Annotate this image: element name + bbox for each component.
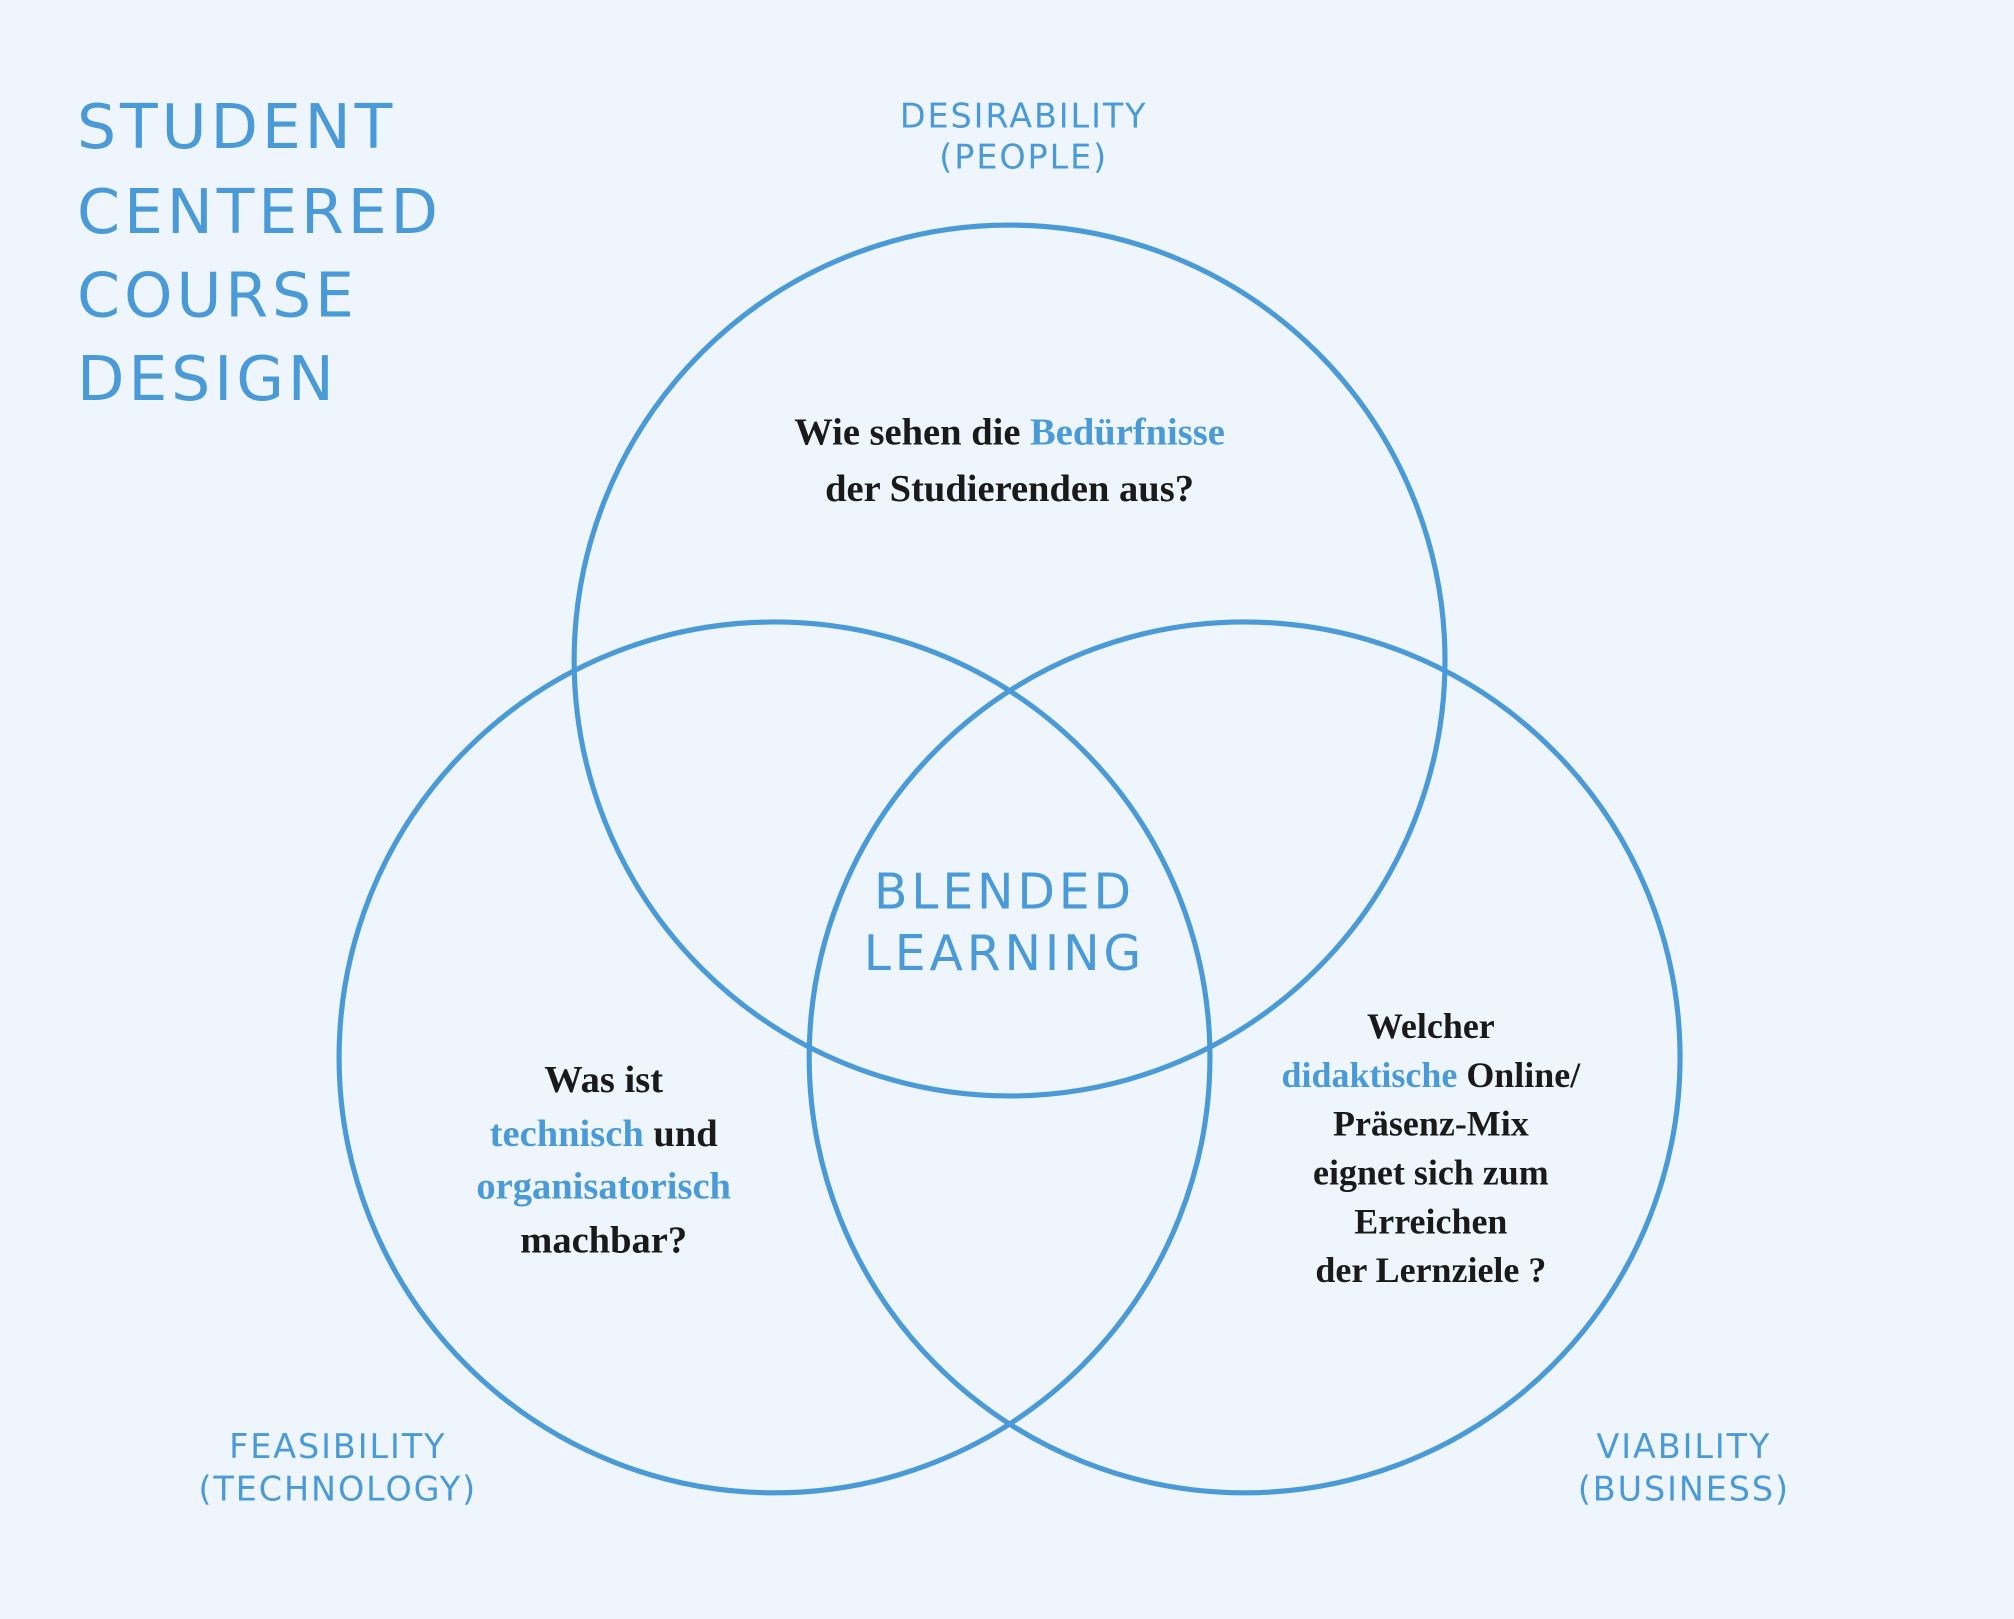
label-desirability-sub: (PEOPLE) bbox=[939, 138, 1108, 177]
title-line: CENTERED bbox=[77, 176, 442, 248]
highlight: didaktische bbox=[1282, 1055, 1458, 1095]
circle-feasibility bbox=[336, 619, 1213, 1496]
svg-text:technisch und: technisch und bbox=[490, 1113, 718, 1155]
label-viability-sub: (BUSINESS) bbox=[1578, 1470, 1790, 1509]
page-title: STUDENT CENTERED COURSE DESIGN bbox=[77, 91, 442, 415]
highlight: organisatorisch bbox=[476, 1166, 731, 1208]
title-line: COURSE bbox=[77, 259, 358, 331]
text: Wie sehen die bbox=[794, 412, 1030, 454]
title-line: STUDENT bbox=[77, 91, 396, 163]
right-question: Welcher didaktische Online/ Präsenz-Mix … bbox=[1282, 1006, 1582, 1290]
label-viability: VIABILITY bbox=[1597, 1427, 1772, 1466]
text: machbar? bbox=[520, 1220, 687, 1262]
top-question: Wie sehen die Bedürfnisse der Studierend… bbox=[794, 412, 1225, 511]
svg-text:didaktische Online/: didaktische Online/ bbox=[1282, 1055, 1582, 1095]
title-line: DESIGN bbox=[77, 343, 338, 415]
text: eignet sich zum bbox=[1313, 1153, 1549, 1193]
text: Welcher bbox=[1367, 1006, 1495, 1046]
text: Online/ bbox=[1457, 1055, 1581, 1095]
text: Erreichen bbox=[1354, 1201, 1507, 1241]
text: Was ist bbox=[544, 1059, 663, 1101]
text: der Studierenden aus? bbox=[825, 468, 1194, 510]
text: und bbox=[644, 1113, 718, 1155]
highlight: technisch bbox=[490, 1113, 644, 1155]
svg-text:Wie sehen die Bedürfnisse: Wie sehen die Bedürfnisse bbox=[794, 412, 1225, 454]
label-desirability: DESIRABILITY bbox=[900, 96, 1148, 135]
circle-viability bbox=[806, 619, 1683, 1496]
text: Präsenz-Mix bbox=[1333, 1104, 1529, 1144]
center-label: LEARNING bbox=[864, 925, 1145, 982]
label-feasibility-sub: (TECHNOLOGY) bbox=[199, 1470, 478, 1509]
label-feasibility: FEASIBILITY bbox=[229, 1427, 446, 1466]
circle-desirability bbox=[571, 222, 1448, 1099]
center-label: BLENDED bbox=[874, 863, 1135, 920]
left-question: Was ist technisch und organisatorisch ma… bbox=[476, 1059, 731, 1262]
text: der Lernziele ? bbox=[1315, 1250, 1546, 1290]
highlight: Bedürfnisse bbox=[1030, 412, 1225, 454]
